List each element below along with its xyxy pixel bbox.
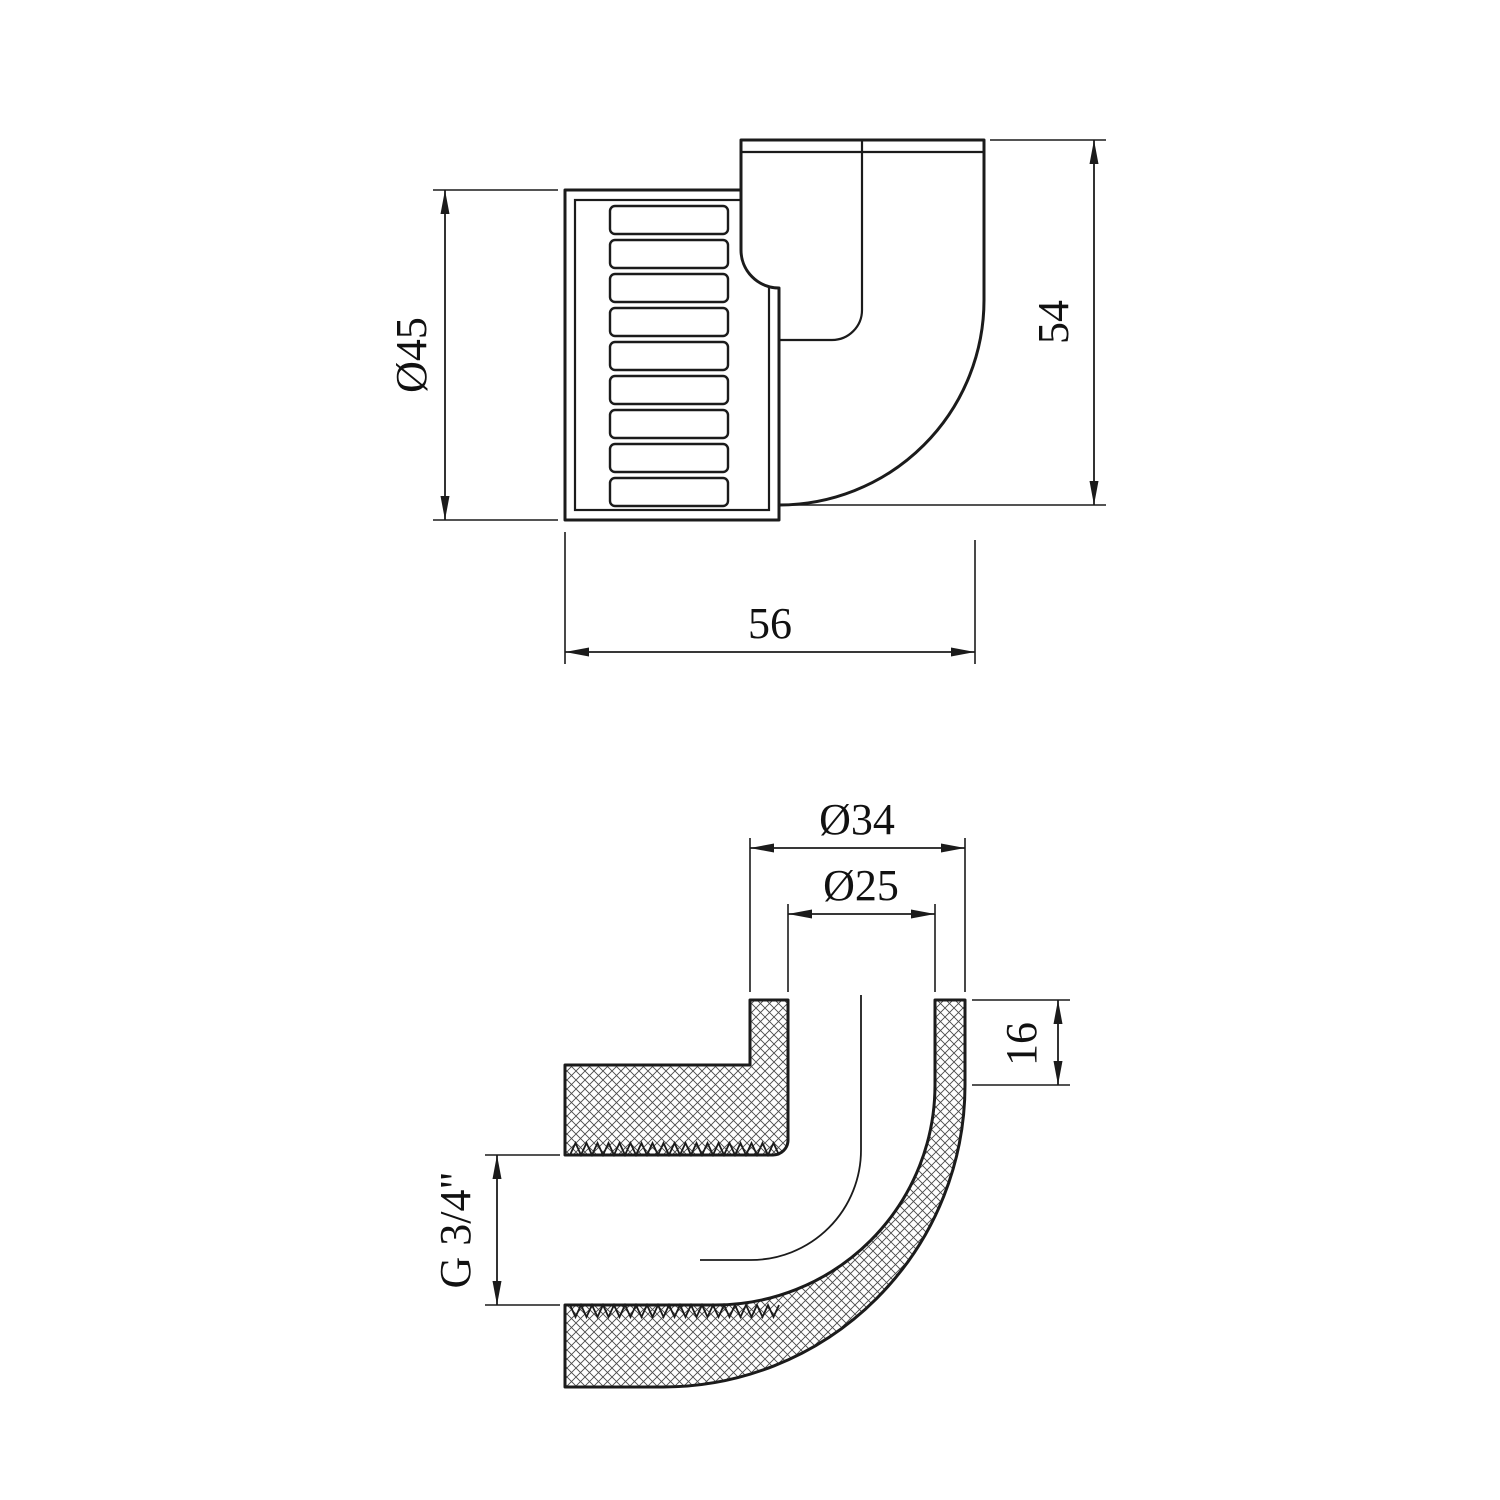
dimension-thread-size: G 3/4" xyxy=(431,1154,560,1306)
thread-serration-top xyxy=(569,1140,780,1158)
rib xyxy=(608,272,730,304)
dim-label-thread-size: G 3/4" xyxy=(431,1172,480,1289)
dim-label-overall-height: 54 xyxy=(1029,300,1078,344)
rib xyxy=(608,442,730,474)
rib xyxy=(608,238,730,270)
dim-label-port-inner-diameter: Ø25 xyxy=(823,861,899,910)
dimension-overall-height: 54 xyxy=(792,139,1106,506)
rib xyxy=(608,306,730,338)
socket-ribs xyxy=(608,204,730,508)
section-outer-wall xyxy=(563,998,967,1389)
rib xyxy=(608,340,730,372)
dim-label-port-outer-diameter: Ø34 xyxy=(819,795,895,844)
rib xyxy=(608,204,730,236)
dim-label-socket-depth: 16 xyxy=(997,1022,1046,1066)
elbow-inner-wall-line xyxy=(779,140,864,342)
section-inner-corner-wall xyxy=(563,998,790,1157)
rib xyxy=(608,476,730,508)
dimension-overall-width: 56 xyxy=(564,532,976,664)
dimension-port-outer-diameter: Ø34 xyxy=(749,795,966,992)
rib xyxy=(608,408,730,440)
section-view: Ø34 Ø25 16 G 3/4" xyxy=(431,795,1070,1389)
dimension-socket-depth: 16 xyxy=(972,999,1070,1086)
dimension-port-inner-diameter: Ø25 xyxy=(787,861,936,992)
elbow-body-outline xyxy=(739,138,986,507)
socket-inner-lip xyxy=(573,198,771,512)
thread-serration-bottom xyxy=(569,1302,780,1320)
dim-label-overall-width: 56 xyxy=(748,599,792,648)
rib xyxy=(608,374,730,406)
dim-label-socket-diameter: Ø45 xyxy=(387,317,436,393)
bore-bend-edge-line xyxy=(700,995,862,1261)
external-view: Ø45 54 56 xyxy=(387,138,1106,664)
dimension-socket-diameter: Ø45 xyxy=(387,189,558,521)
